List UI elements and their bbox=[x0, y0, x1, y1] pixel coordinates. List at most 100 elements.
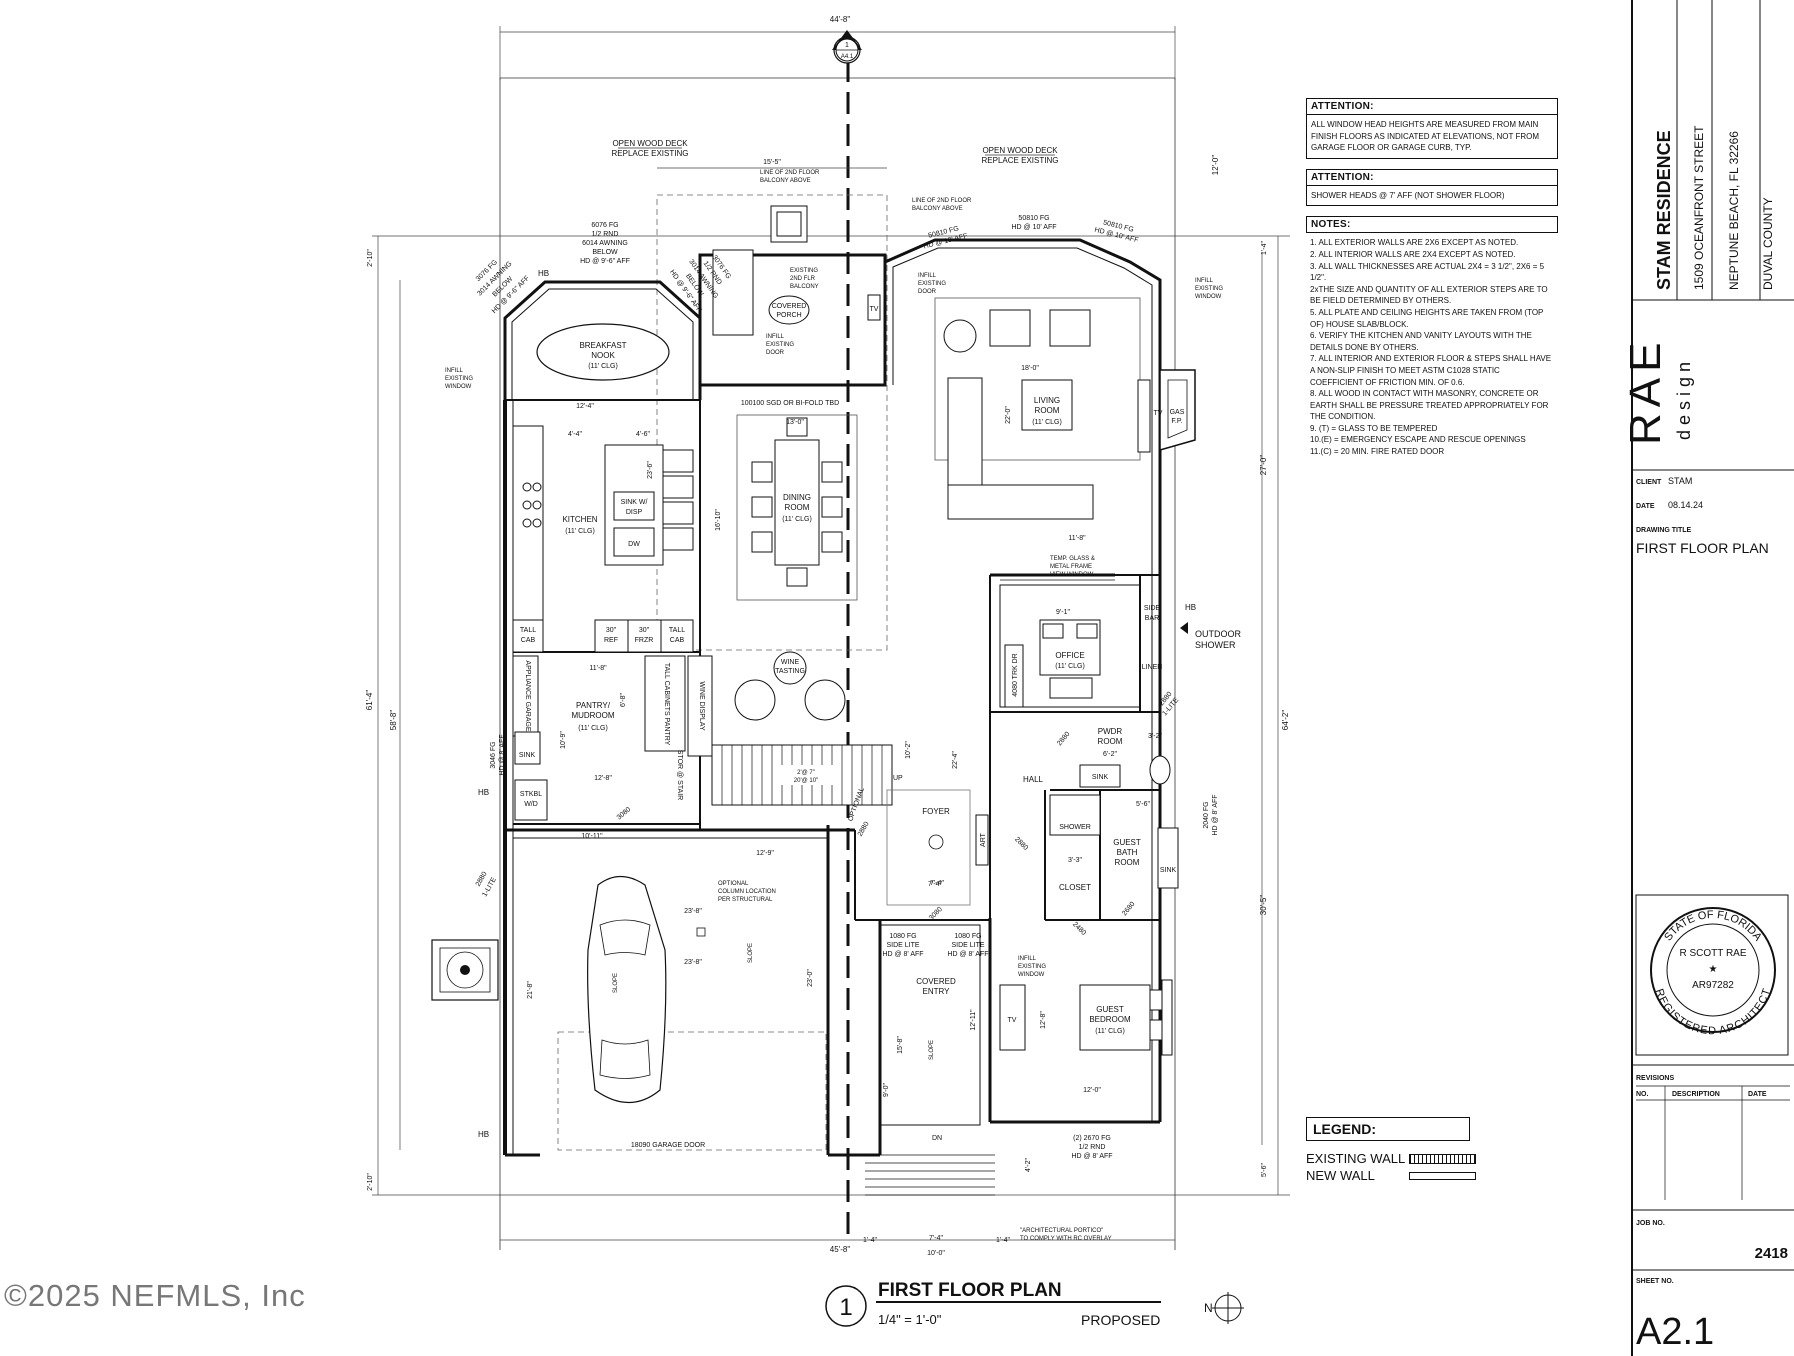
win-2040-1: 2040 FG bbox=[1203, 801, 1210, 828]
dim-left-outer: 61'-4" bbox=[365, 690, 374, 711]
attention-1-body: ALL WINDOW HEAD HEIGHTS ARE MEASURED FRO… bbox=[1311, 120, 1540, 153]
legend-existing-swatch bbox=[1408, 1153, 1476, 1164]
closet-label: CLOSET bbox=[1059, 883, 1091, 892]
door-2680: 2680 bbox=[1121, 901, 1136, 918]
plan-title-text: FIRST FLOOR PLAN bbox=[878, 1280, 1062, 1301]
dim-7-4-portico: 7'-4" bbox=[929, 1235, 943, 1242]
titleblock-text: STAM RESIDENCE 1509 OCEANFRONT STREET NE… bbox=[1621, 125, 1790, 1353]
section-number: 1 bbox=[845, 42, 849, 49]
note-item: 3. ALL WALL THICKNESSES ARE ACTUAL 2X4 =… bbox=[1310, 261, 1545, 283]
dim-18-0: 18'-0" bbox=[1021, 365, 1039, 372]
dim-4-4: 4'-4" bbox=[568, 431, 582, 438]
rev-no: NO. bbox=[1636, 1091, 1649, 1098]
room-foyer-name: FOYER bbox=[922, 807, 950, 816]
hb-right: HB bbox=[1185, 603, 1196, 612]
portico-2: TO COMPLY WITH RC OVERLAY bbox=[1020, 1236, 1112, 1242]
attention-1-title: ATTENTION: bbox=[1307, 99, 1557, 115]
appliance-garage: APPLIANCE GARAGE bbox=[524, 660, 531, 732]
stkbl-line2: W/D bbox=[524, 801, 538, 808]
room-pantry-clg: (11' CLG) bbox=[578, 725, 608, 732]
tv-guest: TV bbox=[1008, 1017, 1017, 1024]
dim-12-9: 12'-9" bbox=[756, 850, 774, 857]
pantry-mudroom: APPLIANCE GARAGE SINK STKBL W/D PANTRY/ … bbox=[512, 655, 686, 840]
dim-23-0: 23'-0" bbox=[807, 969, 814, 987]
wine-tasting: WINE TASTING 10'-2" 22'-4" bbox=[734, 651, 959, 769]
tall-cab-right-1: TALL bbox=[669, 627, 685, 634]
room-office-clg: (11' CLG) bbox=[1055, 663, 1085, 670]
seal-number: AR97282 bbox=[1692, 980, 1734, 991]
dim-4-2: 4'-2" bbox=[1025, 1158, 1032, 1172]
dim-21-8: 21'-8" bbox=[527, 981, 534, 999]
room-pwdr-name2: ROOM bbox=[1098, 737, 1123, 746]
infill-door-porch-1: INFILL bbox=[766, 334, 785, 340]
dim-10-11: 10'-11" bbox=[581, 833, 603, 840]
win-6076-1: 6076 FG bbox=[591, 222, 618, 229]
door-2480: 2480 bbox=[1071, 921, 1087, 937]
job-number: 2418 bbox=[1755, 1245, 1788, 1262]
deck-left-line1: OPEN WOOD DECK bbox=[612, 139, 688, 148]
dim-bottom: 45'-8" bbox=[830, 1245, 851, 1254]
dim-right-1-4: 1'-4" bbox=[1261, 241, 1268, 255]
win-1080-r2: SIDE LITE bbox=[951, 942, 984, 949]
dim-5-6: 5'-6" bbox=[1136, 801, 1150, 808]
breakfast-table: BREAKFAST NOOK (11' CLG) bbox=[536, 323, 670, 381]
door-2880-optional: 2880 bbox=[857, 821, 871, 838]
garage: SLOPE SLOPE SLOPE 23'-8" 23'-8" 12'-9" 2… bbox=[475, 734, 935, 1151]
line-balcony-1b: BALCONY ABOVE bbox=[760, 178, 811, 184]
seal-star-icon: ★ bbox=[1709, 964, 1718, 975]
logo-rae: RAE bbox=[1621, 337, 1670, 445]
room-pantry-name2: MUDROOM bbox=[571, 711, 614, 720]
temp-glass-2: METAL FRAME bbox=[1050, 564, 1092, 570]
dim-right-5-6: 5'-6" bbox=[1261, 1163, 1268, 1177]
sink-disp-line2: DISP bbox=[626, 509, 643, 516]
note-item: 8. ALL WOOD IN CONTACT WITH MASONRY, CON… bbox=[1310, 389, 1549, 422]
room-living-clg: (11' CLG) bbox=[1032, 419, 1062, 426]
entry-name1: COVERED bbox=[916, 977, 956, 986]
plan-title-block: 1 FIRST FLOOR PLAN 1/4" = 1'-0" PROPOSED… bbox=[825, 1280, 1244, 1328]
notes-list: 1. ALL EXTERIOR WALLS ARE 2X6 EXCEPT AS … bbox=[1306, 233, 1558, 457]
infill-door-porch-3: DOOR bbox=[766, 350, 785, 356]
slope-mid: SLOPE bbox=[748, 943, 754, 963]
dim-15-5: 15'-5" bbox=[763, 159, 781, 166]
note-item: 2. ALL INTERIOR WALLS ARE 2X4 EXCEPT AS … bbox=[1310, 249, 1516, 259]
win-1080-r3: HD @ 8' AFF bbox=[947, 951, 988, 958]
legend-new-swatch bbox=[1408, 1171, 1476, 1180]
attention-2-title: ATTENTION: bbox=[1307, 170, 1557, 186]
dim-15-8: 15'-8" bbox=[897, 1036, 904, 1054]
ref-line1: 30" bbox=[606, 627, 617, 634]
north-label: N bbox=[1204, 1301, 1213, 1315]
dim-22-0: 22'-0" bbox=[1005, 406, 1012, 424]
outdoor-shower-2: SHOWER bbox=[1195, 640, 1236, 650]
outdoor-shower-1: OUTDOOR bbox=[1195, 629, 1241, 639]
dim-2-10-bottom: 2'-10" bbox=[367, 1173, 374, 1191]
infill-door-living-3: DOOR bbox=[918, 289, 937, 295]
temp-glass-1: TEMP. GLASS & bbox=[1050, 556, 1095, 562]
drawing-title-value: FIRST FLOOR PLAN bbox=[1636, 540, 1769, 556]
infill-door-living-1: INFILL bbox=[918, 273, 937, 279]
room-kitchen-name: KITCHEN bbox=[562, 515, 597, 524]
portico-1: "ARCHITECTURAL PORTICO" bbox=[1020, 1228, 1103, 1234]
section-sheet: A4.1 bbox=[841, 54, 854, 60]
attention-2-body: SHOWER HEADS @ 7' AFF (NOT SHOWER FLOOR) bbox=[1311, 190, 1505, 200]
room-breakfast-name2: NOOK bbox=[591, 351, 615, 360]
win-50810-b1: 50810 FG bbox=[1018, 215, 1049, 222]
tall-cab-right-2: CAB bbox=[670, 637, 685, 644]
project-name: STAM RESIDENCE bbox=[1654, 130, 1674, 290]
dim-12-4: 12'-4" bbox=[576, 403, 594, 410]
legend: LEGEND: EXISTING WALL NEW WALL bbox=[1306, 1117, 1476, 1183]
note-item: 5. ALL PLATE AND CEILING HEIGHTS ARE TAK… bbox=[1310, 307, 1544, 329]
overall-dimensions: 44'-8" 45'-8" 61'-4" 58'-8" 2'-10" 2'-10… bbox=[365, 15, 1290, 1254]
date-label: DATE bbox=[1636, 503, 1655, 510]
dim-11-8: 11'-8" bbox=[589, 665, 607, 672]
project-address1: 1509 OCEANFRONT STREET bbox=[1692, 125, 1706, 290]
infill-window-left-2: EXISTING bbox=[445, 376, 473, 382]
dim-3-3: 3'-3" bbox=[1068, 857, 1082, 864]
titleblock-frame bbox=[1631, 0, 1794, 1356]
guest-bath-1: GUEST bbox=[1113, 838, 1141, 847]
dim-23-8b: 23'-8" bbox=[684, 959, 702, 966]
project-county: DUVAL COUNTY bbox=[1761, 197, 1775, 290]
win-1080-l3: HD @ 8' AFF bbox=[882, 951, 923, 958]
plan-number: 1 bbox=[839, 1294, 852, 1321]
win-1080-l2: SIDE LITE bbox=[886, 942, 919, 949]
